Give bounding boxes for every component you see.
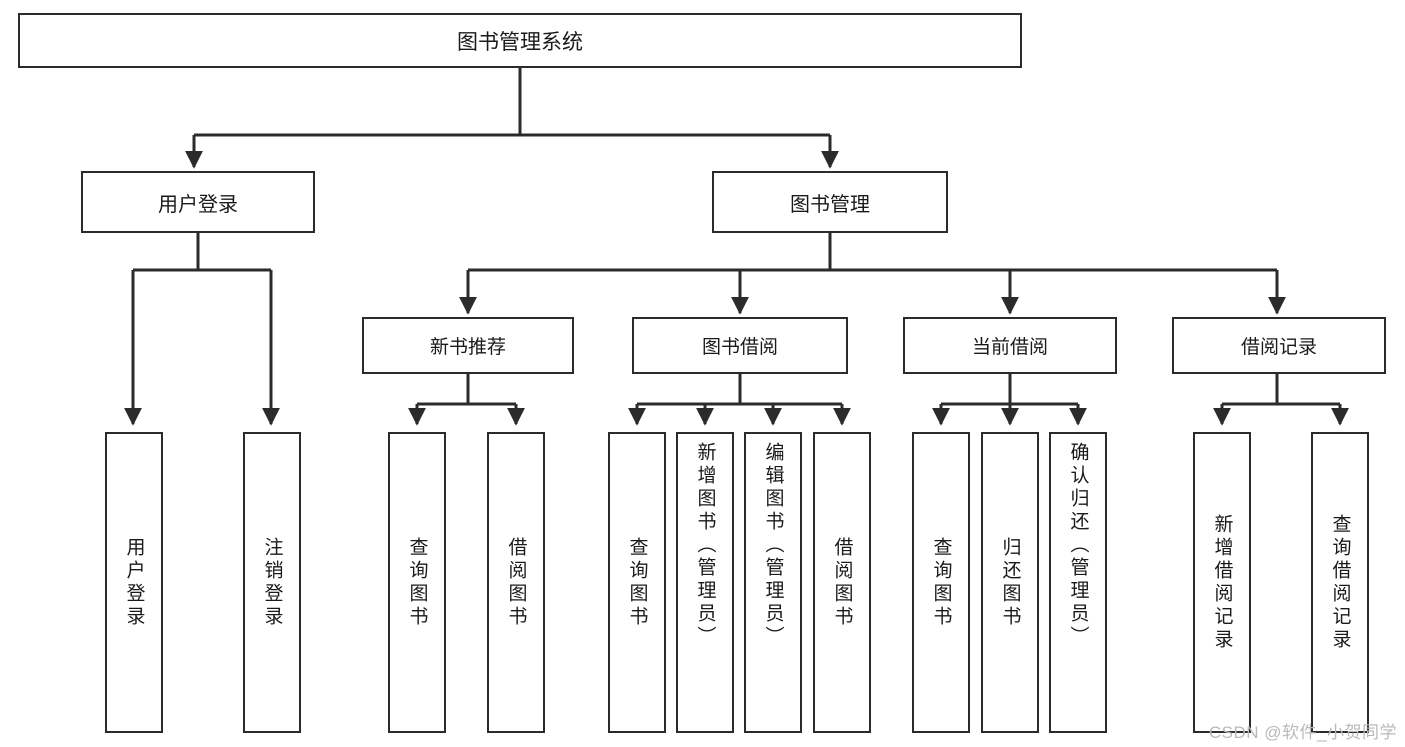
node-leaf-add-book[interactable]: 新增图书（管理员） xyxy=(676,432,734,733)
node-book-manage-label: 图书管理 xyxy=(790,193,870,216)
node-leaf-return-book[interactable]: 归还图书 xyxy=(981,432,1039,733)
node-leaf-query-book-3[interactable]: 查询图书 xyxy=(912,432,970,733)
node-leaf-add-record[interactable]: 新增借阅记录 xyxy=(1193,432,1251,733)
node-leaf-query-book-1-label: 查询图书 xyxy=(406,536,428,629)
node-current-borrow[interactable]: 当前借阅 xyxy=(903,317,1117,374)
node-leaf-logout-login[interactable]: 注销登录 xyxy=(243,432,301,733)
node-book-borrow[interactable]: 图书借阅 xyxy=(632,317,848,374)
node-leaf-user-login[interactable]: 用户登录 xyxy=(105,432,163,733)
node-current-borrow-label: 当前借阅 xyxy=(971,337,1048,358)
node-leaf-query-book-2[interactable]: 查询图书 xyxy=(608,432,666,733)
node-new-book-recommend-label: 新书推荐 xyxy=(429,337,506,358)
node-leaf-confirm-return-label: 确认归还（管理员） xyxy=(1067,442,1089,649)
node-user-login[interactable]: 用户登录 xyxy=(81,171,315,233)
node-leaf-add-record-label: 新增借阅记录 xyxy=(1211,513,1233,652)
node-leaf-add-book-label: 新增图书（管理员） xyxy=(694,442,716,649)
node-borrow-record-label: 借阅记录 xyxy=(1240,337,1317,358)
node-leaf-logout-login-label: 注销登录 xyxy=(261,536,283,629)
node-leaf-query-record-label: 查询借阅记录 xyxy=(1329,513,1351,652)
node-root-system[interactable]: 图书管理系统 xyxy=(18,13,1022,68)
node-leaf-query-book-3-label: 查询图书 xyxy=(930,536,952,629)
node-leaf-query-record[interactable]: 查询借阅记录 xyxy=(1311,432,1369,733)
node-leaf-borrow-book-2-label: 借阅图书 xyxy=(831,536,853,629)
watermark-text: CSDN @软件_小贺同学 xyxy=(1208,723,1397,742)
node-leaf-query-book-1[interactable]: 查询图书 xyxy=(388,432,446,733)
node-leaf-return-book-label: 归还图书 xyxy=(999,536,1021,629)
node-book-manage[interactable]: 图书管理 xyxy=(712,171,948,233)
node-user-login-label: 用户登录 xyxy=(158,193,238,216)
node-book-borrow-label: 图书借阅 xyxy=(701,337,778,358)
node-leaf-borrow-book-1[interactable]: 借阅图书 xyxy=(487,432,545,733)
node-leaf-borrow-book-2[interactable]: 借阅图书 xyxy=(813,432,871,733)
node-leaf-user-login-label: 用户登录 xyxy=(123,536,145,629)
node-borrow-record[interactable]: 借阅记录 xyxy=(1172,317,1386,374)
node-leaf-confirm-return[interactable]: 确认归还（管理员） xyxy=(1049,432,1107,733)
node-leaf-borrow-book-1-label: 借阅图书 xyxy=(505,536,527,629)
node-root-label: 图书管理系统 xyxy=(457,30,583,54)
node-leaf-query-book-2-label: 查询图书 xyxy=(626,536,648,629)
node-leaf-edit-book-label: 编辑图书（管理员） xyxy=(762,442,784,649)
node-leaf-edit-book[interactable]: 编辑图书（管理员） xyxy=(744,432,802,733)
node-new-book-recommend[interactable]: 新书推荐 xyxy=(362,317,574,374)
